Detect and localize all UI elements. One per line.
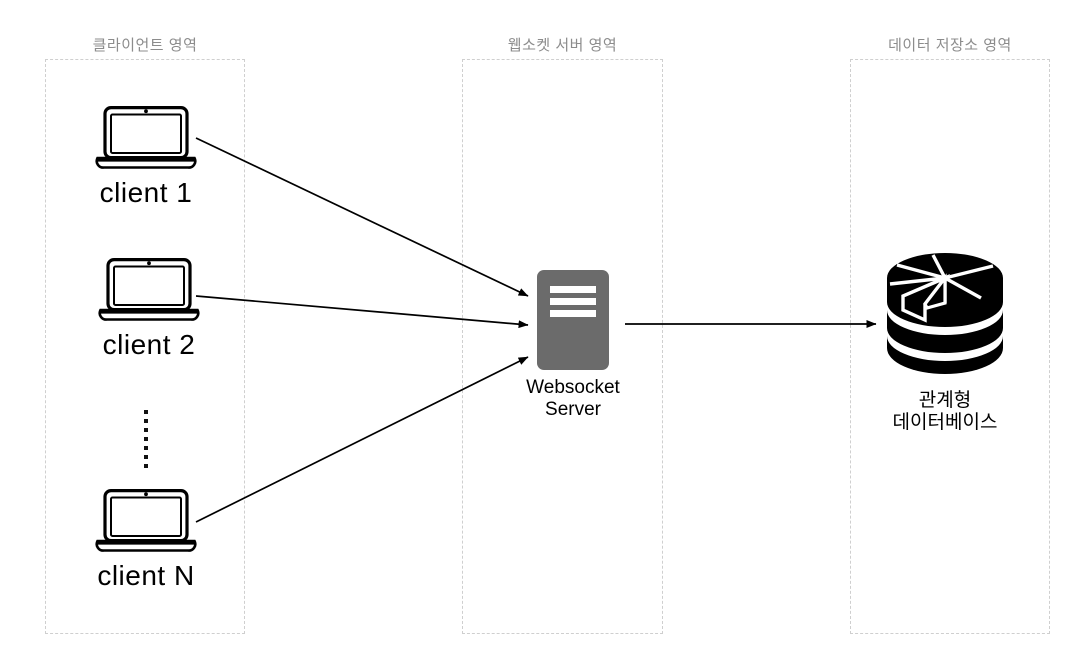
ellipsis-dot bbox=[144, 446, 148, 450]
laptop-icon bbox=[98, 258, 200, 321]
ellipsis-dot bbox=[144, 428, 148, 432]
relational-database-label: 관계형 데이터베이스 bbox=[892, 390, 998, 434]
database-icon bbox=[887, 253, 1003, 374]
ellipsis-dot bbox=[144, 437, 148, 441]
server-icon-websocket bbox=[537, 270, 609, 370]
laptop-icon bbox=[95, 489, 197, 552]
laptop-icon-client-2 bbox=[98, 258, 200, 322]
server-bar-3 bbox=[550, 310, 596, 317]
ellipsis-dot bbox=[144, 464, 148, 468]
laptop-icon-client-n bbox=[95, 489, 197, 553]
laptop-icon-client-1 bbox=[95, 106, 197, 170]
server-icon bbox=[537, 270, 609, 370]
zone-client bbox=[45, 59, 245, 634]
server-bar-1 bbox=[550, 286, 596, 293]
server-bar-2 bbox=[550, 298, 596, 305]
ellipsis-dot bbox=[144, 419, 148, 423]
laptop-icon bbox=[95, 106, 197, 169]
zone-data-storage-label: 데이터 저장소 영역 bbox=[888, 37, 1012, 54]
ellipsis-dot bbox=[144, 455, 148, 459]
client-2-label: client 2 bbox=[102, 329, 196, 360]
client-n-label: client N bbox=[97, 560, 195, 591]
zone-websocket-server-label: 웹소켓 서버 영역 bbox=[507, 37, 618, 54]
ellipsis-dot bbox=[144, 410, 148, 414]
zone-client-label: 클라이언트 영역 bbox=[92, 37, 198, 54]
zone-data-storage bbox=[850, 59, 1050, 634]
database-icon-relational bbox=[881, 252, 1009, 374]
websocket-server-label: Websocket Server bbox=[526, 377, 620, 421]
server-body bbox=[537, 270, 609, 370]
client-1-label: client 1 bbox=[99, 177, 193, 208]
zone-websocket-server bbox=[462, 59, 663, 634]
